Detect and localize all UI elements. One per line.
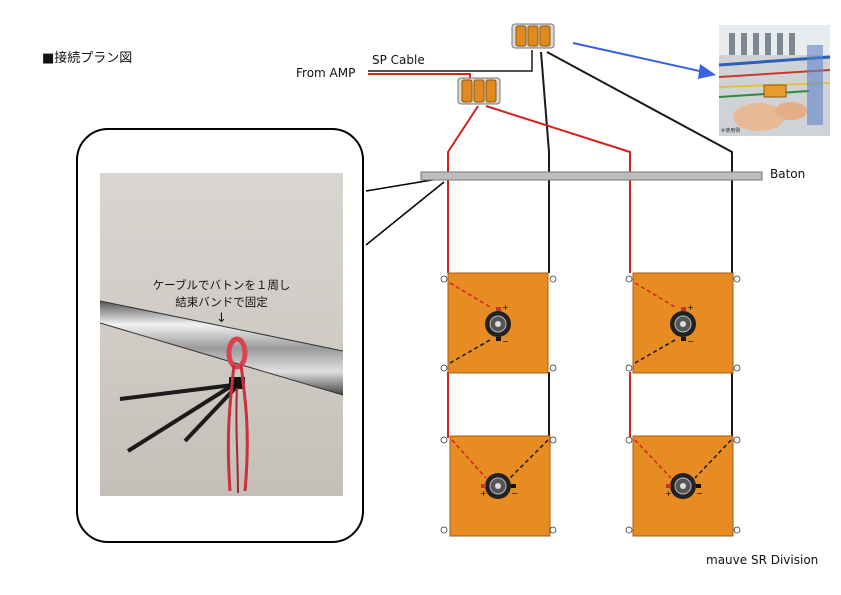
callout-pointer-lower xyxy=(365,181,445,246)
lever-connector-upper xyxy=(511,23,555,49)
amp-cable-black-up xyxy=(525,50,533,72)
blue-arrow-head xyxy=(698,64,716,79)
speaker-bottom-left xyxy=(440,435,557,537)
minus-label-bottom-right: − xyxy=(696,489,703,498)
minus-label-top-right: − xyxy=(687,337,694,346)
speaker-top-right xyxy=(625,272,741,374)
lever-connector-lower xyxy=(457,77,501,105)
division-label: mauve SR Division xyxy=(706,553,819,567)
plus-label-bottom-left: + xyxy=(480,489,487,498)
red-wire-left xyxy=(447,105,479,273)
usage-example-label: ※使用例 xyxy=(721,128,741,134)
plus-label-top-right: + xyxy=(687,303,694,312)
blue-pointer-arrow xyxy=(572,42,705,73)
plus-label-bottom-right: + xyxy=(665,489,672,498)
red-wire-right xyxy=(485,105,631,273)
from-amp-label: From AMP xyxy=(296,66,356,80)
baton-cable-photo: ケーブルでバトンを１周し 結束バンドで固定 ↓ xyxy=(100,173,343,496)
sp-cable-label: SP Cable xyxy=(372,53,425,67)
connector-usage-photo: ※使用例 xyxy=(719,25,830,136)
speaker-bottom-right xyxy=(625,435,741,537)
plus-label-top-left: + xyxy=(502,303,509,312)
baton-label: Baton xyxy=(770,167,806,181)
minus-label-bottom-left: − xyxy=(511,489,518,498)
photo-caption-line2: 結束バンドで固定 xyxy=(175,295,268,309)
black-wire-right xyxy=(546,51,733,273)
baton-bar xyxy=(420,171,763,181)
down-arrow-icon: ↓ xyxy=(216,311,227,326)
minus-label-top-left: − xyxy=(502,337,509,346)
photo-caption-line1: ケーブルでバトンを１周し xyxy=(152,278,291,292)
page-title: ■接続プラン図 xyxy=(42,51,133,66)
speaker-top-left xyxy=(440,272,557,374)
black-wire-left xyxy=(540,51,550,273)
